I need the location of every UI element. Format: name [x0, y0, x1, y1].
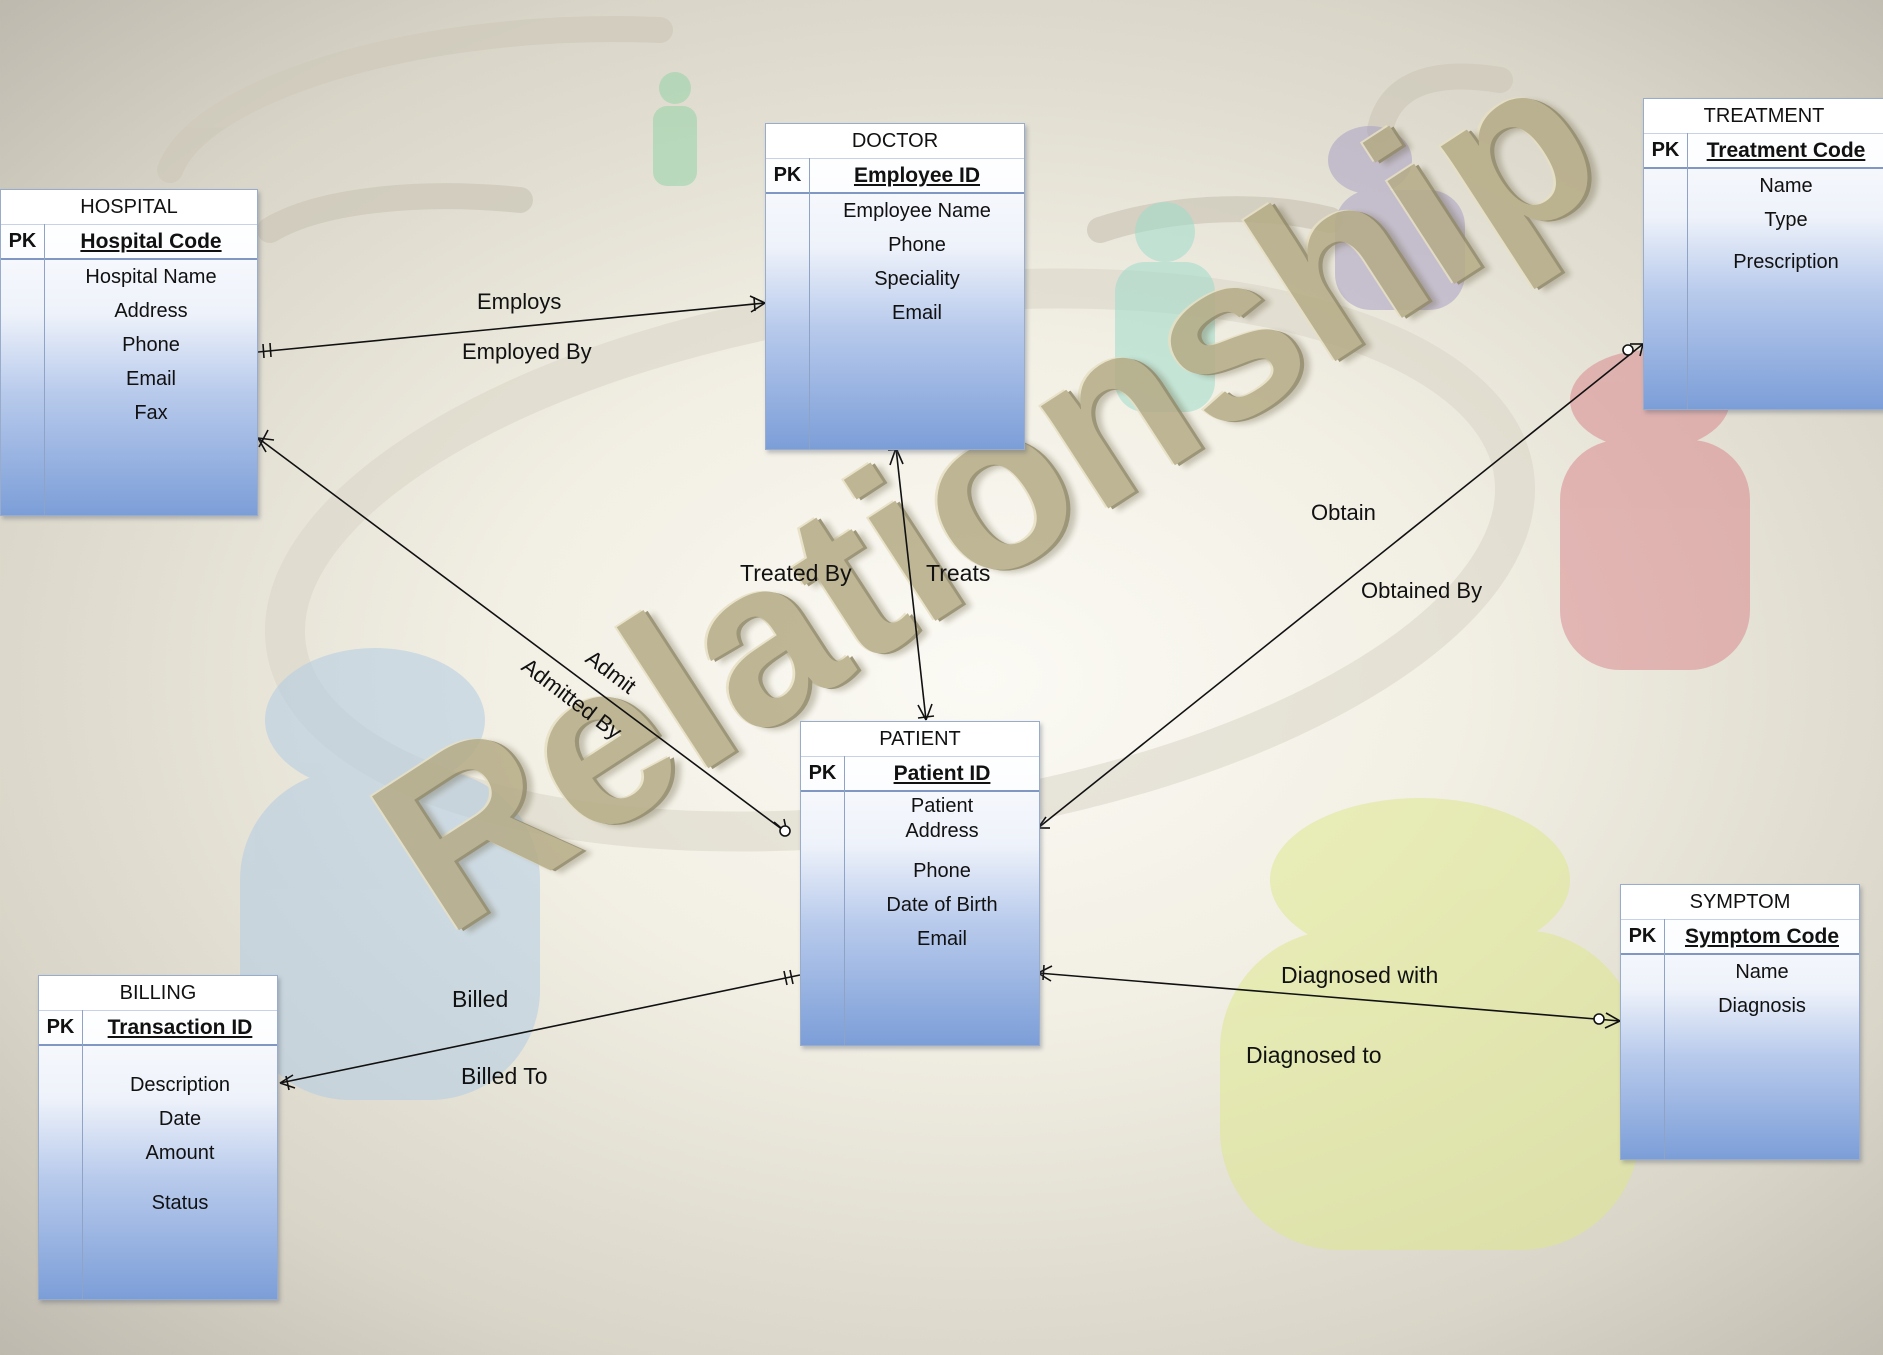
link-patient-symptom — [1037, 964, 1621, 1029]
primary-key-row: PK Employee ID — [766, 159, 1024, 194]
attribute: Email — [891, 302, 942, 324]
primary-key-row: PK Hospital Code — [1, 225, 257, 260]
rel-treated-by-label: Treated By — [740, 560, 852, 586]
attribute-list: Employee Name Phone Speciality Email — [810, 194, 1024, 330]
rel-diagnosed-to-label: Diagnosed to — [1246, 1042, 1382, 1068]
attribute-list: Description Date Amount Status — [83, 1068, 277, 1220]
entity-hospital[interactable]: HOSPITAL PK Hospital Code Hospital Name … — [0, 189, 258, 516]
bg-arrow-top-right — [1367, 63, 1513, 143]
bg-person-green-small — [653, 72, 697, 186]
entity-symptom[interactable]: SYMPTOM PK Symptom Code Name Diagnosis — [1620, 884, 1860, 1160]
column-divider — [1664, 919, 1665, 1159]
entity-title: SYMPTOM — [1621, 885, 1859, 920]
attribute: Date of Birth — [886, 894, 998, 916]
primary-key-row: PK Symptom Code — [1621, 920, 1859, 955]
link-hospital-doctor — [257, 295, 766, 359]
attribute: Email — [125, 368, 176, 390]
column-divider — [44, 224, 45, 515]
entity-title: HOSPITAL — [1, 190, 257, 225]
attribute: Email — [916, 928, 967, 950]
rel-billed-label: Billed — [452, 986, 509, 1012]
attribute: Employee Name — [843, 200, 991, 222]
attribute: Name — [1735, 961, 1789, 983]
attribute: Phone — [122, 334, 180, 356]
primary-key-row: PK Patient ID — [801, 757, 1039, 792]
link-billing-patient — [279, 969, 801, 1091]
attribute: Patient Address — [905, 795, 979, 842]
primary-key: Treatment Code — [1706, 139, 1866, 162]
attribute: Name — [1759, 175, 1813, 197]
bg-person-purple — [1328, 126, 1465, 310]
entity-title: TREATMENT — [1644, 99, 1883, 134]
attribute: Phone — [913, 860, 971, 882]
attribute: Status — [151, 1192, 209, 1214]
entity-patient[interactable]: PATIENT PK Patient ID Patient Address Ph… — [800, 721, 1040, 1046]
column-divider — [82, 1010, 83, 1299]
primary-key: Transaction ID — [107, 1016, 253, 1039]
bg-person-teal — [1115, 202, 1215, 412]
column-divider — [1687, 133, 1688, 409]
attribute: Fax — [134, 402, 168, 424]
attribute: Amount — [145, 1142, 215, 1164]
rel-treats-label: Treats — [926, 560, 991, 586]
attribute: Hospital Name — [85, 266, 217, 288]
column-divider — [844, 756, 845, 1045]
entity-title: PATIENT — [801, 722, 1039, 757]
rel-billed-to-label: Billed To — [461, 1063, 548, 1089]
column-divider — [809, 158, 810, 449]
entity-billing[interactable]: BILLING PK Transaction ID Description Da… — [38, 975, 278, 1300]
rel-employs-label: Employs — [477, 289, 562, 314]
attribute: Speciality — [874, 268, 960, 290]
bg-arrow-top-left — [157, 16, 673, 183]
primary-key: Patient ID — [893, 762, 991, 785]
rel-employed-by-label: Employed By — [462, 339, 592, 364]
pk-label: PK — [808, 762, 837, 784]
rel-obtained-by-label: Obtained By — [1361, 578, 1483, 603]
rel-diagnosed-with-label: Diagnosed with — [1281, 962, 1439, 988]
attribute: Type — [1764, 209, 1808, 231]
bg-arrow-curve — [257, 183, 533, 243]
entity-treatment[interactable]: TREATMENT PK Treatment Code Name Type Pr… — [1643, 98, 1883, 410]
attribute-list: Name Diagnosis — [1665, 955, 1859, 1023]
attribute-list: Hospital Name Address Phone Email Fax — [45, 260, 257, 430]
primary-key: Employee ID — [853, 164, 981, 187]
entity-title: BILLING — [39, 976, 277, 1011]
attribute-list: Patient Address Phone Date of Birth Emai… — [845, 792, 1039, 956]
pk-label: PK — [773, 164, 802, 186]
bg-person-yellow-green — [1220, 798, 1640, 1250]
pk-label: PK — [1628, 925, 1657, 947]
primary-key: Symptom Code — [1684, 925, 1839, 948]
entity-title: DOCTOR — [766, 124, 1024, 159]
attribute: Diagnosis — [1718, 995, 1806, 1017]
bg-arrow-middle — [1087, 196, 1343, 243]
attribute: Description — [129, 1074, 231, 1096]
primary-key: Hospital Code — [80, 230, 222, 253]
primary-key-row: PK Transaction ID — [39, 1011, 277, 1046]
attribute: Address — [114, 300, 188, 322]
primary-key-row: PK Treatment Code — [1644, 134, 1883, 169]
attribute-list: Name Type Prescription — [1688, 169, 1883, 279]
attribute: Prescription — [1733, 251, 1839, 273]
link-patient-treatment — [1037, 343, 1644, 829]
rel-obtain-label: Obtain — [1311, 500, 1376, 525]
attribute: Phone — [888, 234, 946, 256]
bg-person-blue — [240, 648, 540, 1100]
attribute: Date — [158, 1108, 202, 1130]
pk-label: PK — [1651, 139, 1680, 161]
pk-label: PK — [46, 1016, 75, 1038]
entity-doctor[interactable]: DOCTOR PK Employee ID Employee Name Phon… — [765, 123, 1025, 450]
link-hospital-patient — [257, 429, 791, 837]
pk-label: PK — [8, 230, 37, 252]
